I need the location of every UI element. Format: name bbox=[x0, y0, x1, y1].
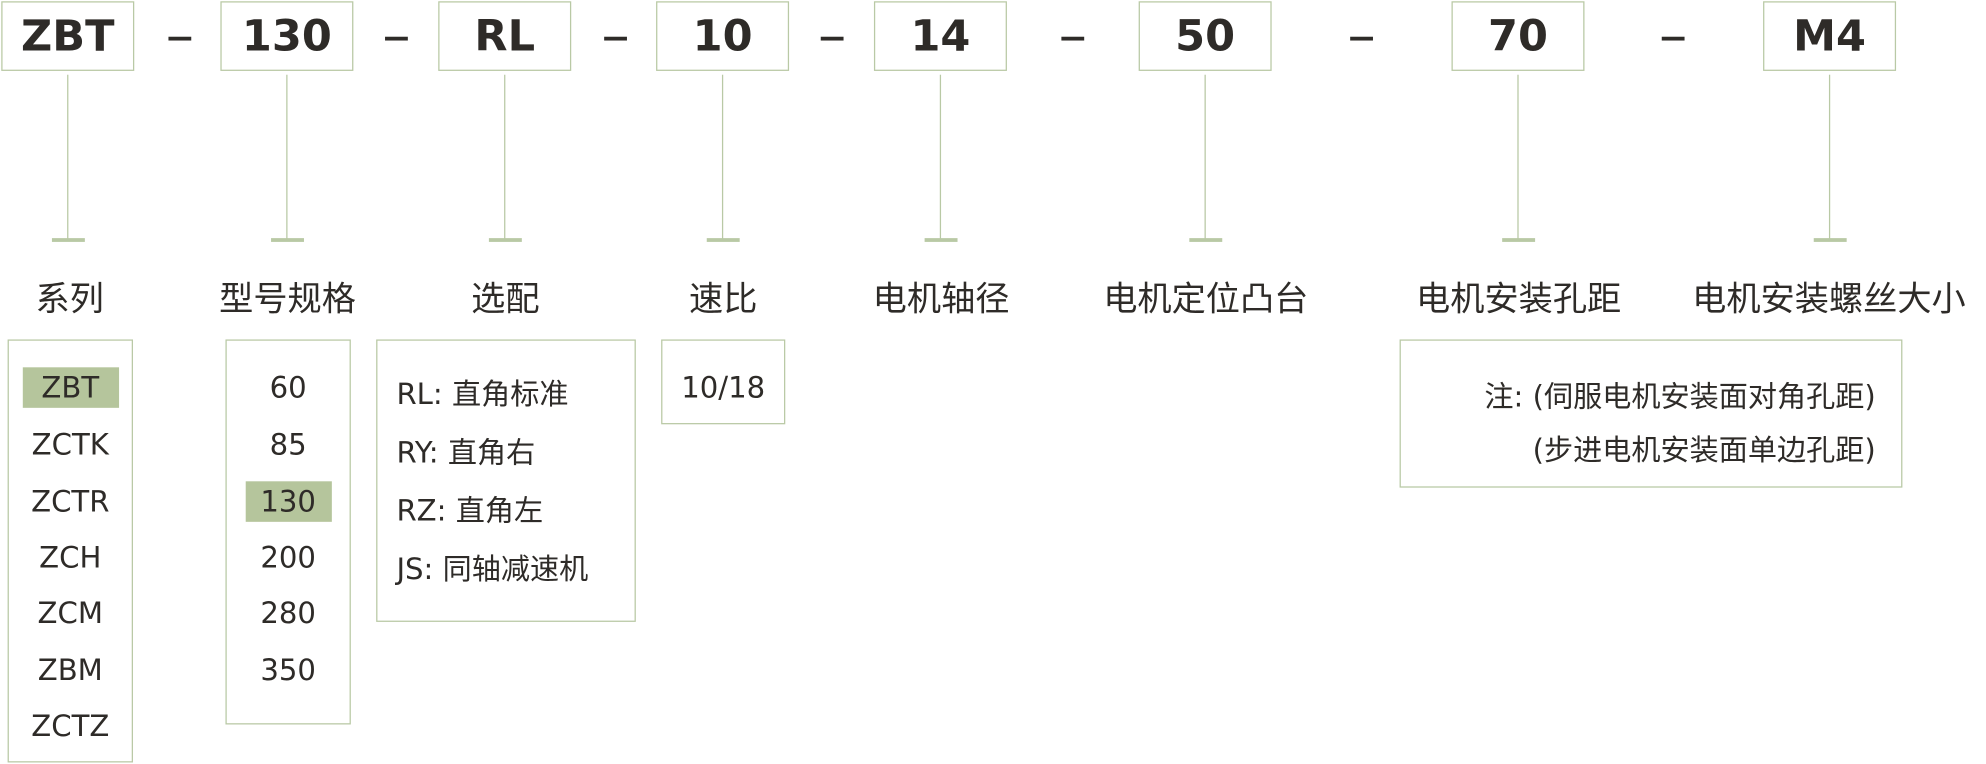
code-screw: M4 bbox=[1763, 1, 1897, 71]
dash bbox=[385, 36, 408, 41]
connector-line bbox=[1204, 74, 1207, 241]
connector-line bbox=[1828, 74, 1831, 241]
connector-line bbox=[939, 74, 942, 241]
list-item: RL: 直角标准 bbox=[396, 378, 569, 412]
label-series: 系列 bbox=[35, 279, 104, 320]
dash bbox=[820, 36, 844, 41]
options-list: RL: 直角标准 RY: 直角右 RZ: 直角左 JS: 同轴减速机 bbox=[376, 339, 636, 622]
code-model: 130 bbox=[220, 1, 354, 71]
list-item: 10/18 bbox=[681, 372, 766, 406]
code-boss: 50 bbox=[1138, 1, 1272, 71]
selected-highlight bbox=[245, 481, 332, 522]
connector-line bbox=[503, 74, 506, 241]
label-shaft: 电机轴径 bbox=[872, 279, 1010, 320]
selected-highlight bbox=[22, 367, 120, 408]
list-item: 130 bbox=[260, 486, 316, 520]
dash bbox=[168, 36, 192, 41]
label-screw: 电机安装螺丝大小 bbox=[1692, 279, 1966, 320]
connector-line bbox=[66, 74, 69, 241]
series-list: ZBT ZCTK ZCTR ZCH ZCM ZBM ZCTZ bbox=[7, 339, 133, 763]
connector-tick bbox=[1188, 238, 1222, 242]
list-item: ZBM bbox=[37, 654, 103, 688]
ratio-list: 10/18 bbox=[661, 339, 786, 425]
connector-tick bbox=[270, 238, 304, 242]
list-item: RY: 直角右 bbox=[396, 436, 536, 470]
connector-tick bbox=[1501, 238, 1535, 242]
list-item: ZCH bbox=[39, 542, 102, 576]
note-box: 注: (伺服电机安装面对角孔距) (步进电机安装面单边孔距) bbox=[1399, 339, 1903, 488]
code-shaft: 14 bbox=[873, 1, 1007, 71]
note-line: 注: (伺服电机安装面对角孔距) bbox=[1484, 381, 1876, 415]
code-ratio: 10 bbox=[656, 1, 790, 71]
list-item: ZCTR bbox=[31, 486, 110, 520]
list-item: ZCTZ bbox=[31, 710, 110, 744]
label-boss: 电机定位凸台 bbox=[1103, 279, 1309, 320]
list-item: ZBT bbox=[41, 372, 100, 406]
code-series: ZBT bbox=[1, 1, 135, 71]
list-item: 350 bbox=[260, 654, 316, 688]
list-item: ZCM bbox=[37, 597, 104, 631]
list-item: 280 bbox=[260, 597, 316, 631]
list-item: 200 bbox=[260, 542, 316, 576]
connector-line bbox=[1517, 74, 1519, 241]
connector-tick bbox=[923, 238, 957, 242]
list-item: ZCTK bbox=[31, 429, 109, 463]
connector-tick bbox=[706, 238, 740, 242]
label-hole-distance: 电机安装孔距 bbox=[1416, 279, 1622, 320]
note-line: (步进电机安装面单边孔距) bbox=[1532, 434, 1876, 468]
code-option: RL bbox=[438, 1, 572, 71]
dash bbox=[604, 36, 627, 41]
label-model: 型号规格 bbox=[219, 279, 356, 320]
label-ratio: 速比 bbox=[689, 279, 758, 320]
label-option: 选配 bbox=[471, 279, 540, 320]
list-item: 85 bbox=[269, 429, 307, 463]
connector-tick bbox=[488, 238, 522, 242]
dash bbox=[1350, 36, 1373, 41]
dash bbox=[1661, 36, 1685, 41]
model-list: 60 85 130 200 280 350 bbox=[225, 339, 351, 725]
connector-tick bbox=[51, 238, 85, 242]
list-item: 60 bbox=[269, 372, 307, 406]
code-hole-distance: 70 bbox=[1451, 1, 1585, 71]
connector-tick bbox=[1813, 238, 1847, 242]
connector-line bbox=[285, 74, 288, 241]
dash bbox=[1061, 36, 1085, 41]
list-item: JS: 同轴减速机 bbox=[396, 553, 589, 587]
list-item: RZ: 直角左 bbox=[396, 495, 544, 529]
connector-line bbox=[721, 74, 724, 241]
